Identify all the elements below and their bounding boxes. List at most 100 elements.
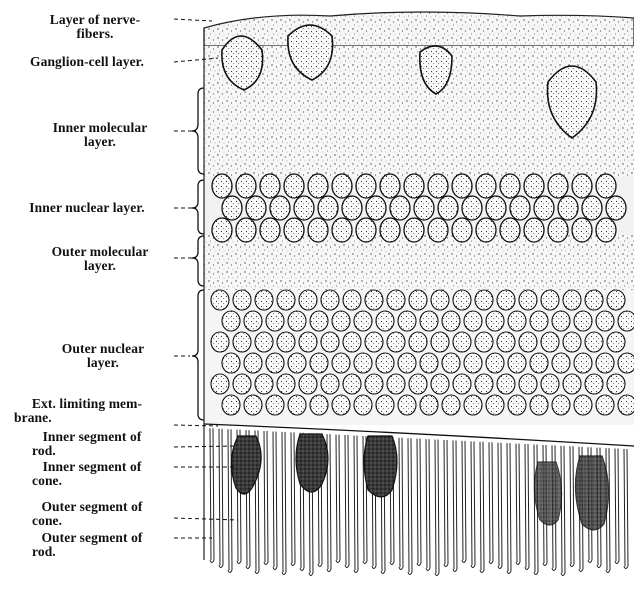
nucleus: [486, 196, 506, 220]
rod: [426, 439, 430, 570]
nucleus: [387, 290, 405, 310]
label-line: cone.: [14, 514, 170, 528]
nucleus: [464, 395, 482, 415]
nucleus: [596, 174, 616, 198]
nucleus: [233, 290, 251, 310]
nucleus: [618, 395, 634, 415]
nucleus: [398, 353, 416, 373]
rod: [399, 438, 403, 570]
nucleus: [390, 196, 410, 220]
rod: [273, 431, 277, 569]
label-line: brane.: [4, 411, 170, 425]
nucleus: [508, 395, 526, 415]
nucleus: [607, 290, 625, 310]
label-line: cone.: [14, 474, 170, 488]
nucleus: [260, 174, 280, 198]
nucleus: [318, 196, 338, 220]
nucleus: [552, 395, 570, 415]
nucleus: [211, 332, 229, 352]
label-inner-nuclear-layer: Inner nuclear layer.: [4, 201, 170, 215]
nucleus: [618, 353, 634, 373]
nucleus: [530, 353, 548, 373]
nucleus: [508, 353, 526, 373]
nucleus: [222, 311, 240, 331]
nucleus: [294, 196, 314, 220]
label-line: rod.: [14, 444, 170, 458]
nucleus: [541, 374, 559, 394]
rod: [444, 440, 448, 567]
nucleus: [563, 290, 581, 310]
nucleus: [428, 174, 448, 198]
nucleus: [277, 374, 295, 394]
rod: [354, 436, 358, 573]
nucleus: [222, 353, 240, 373]
rod: [525, 444, 529, 569]
rod: [336, 435, 340, 563]
rod: [462, 441, 466, 563]
rod: [516, 444, 520, 565]
rod-segments: [210, 428, 628, 575]
nucleus: [552, 353, 570, 373]
nucleus: [476, 174, 496, 198]
label-line: Outer nuclear: [40, 342, 166, 356]
label-line: layer.: [30, 259, 170, 273]
external-limiting-membrane: [204, 424, 634, 446]
label-inner-segment-of-rod: Inner segment of rod.: [14, 430, 170, 458]
nucleus: [233, 374, 251, 394]
nucleus: [500, 174, 520, 198]
nucleus: [244, 353, 262, 373]
nucleus: [380, 174, 400, 198]
inner-nuclear-nuclei: [212, 174, 626, 242]
nucleus: [244, 311, 262, 331]
label-line: Inner segment of: [14, 430, 170, 444]
label-ext-limiting-membrane: Ext. limiting mem- brane.: [4, 397, 170, 425]
nucleus: [541, 290, 559, 310]
nucleus: [453, 374, 471, 394]
nucleus: [510, 196, 530, 220]
nucleus: [452, 218, 472, 242]
nucleus: [266, 311, 284, 331]
nucleus: [442, 353, 460, 373]
nucleus: [606, 196, 626, 220]
nucleus: [574, 311, 592, 331]
nucleus: [342, 196, 362, 220]
nucleus: [420, 353, 438, 373]
nucleus: [486, 395, 504, 415]
rod: [417, 439, 421, 566]
nucleus: [475, 290, 493, 310]
nucleus: [508, 311, 526, 331]
nucleus: [284, 174, 304, 198]
rod: [489, 442, 493, 563]
nucleus: [211, 374, 229, 394]
nucleus: [552, 311, 570, 331]
nucleus: [288, 311, 306, 331]
nucleus: [462, 196, 482, 220]
nucleus: [453, 332, 471, 352]
nucleus: [464, 311, 482, 331]
nucleus: [376, 395, 394, 415]
rod: [210, 428, 214, 562]
nucleus: [277, 332, 295, 352]
nucleus: [376, 311, 394, 331]
label-line: Ext. limiting mem-: [4, 397, 170, 411]
nucleus: [354, 395, 372, 415]
nucleus: [343, 332, 361, 352]
nucleus: [343, 374, 361, 394]
nucleus: [277, 290, 295, 310]
rod: [498, 443, 502, 569]
nucleus: [530, 311, 548, 331]
label-line: Inner molecular: [30, 121, 170, 135]
nucleus: [607, 332, 625, 352]
nucleus: [212, 174, 232, 198]
nucleus: [288, 395, 306, 415]
nucleus: [376, 353, 394, 373]
label-line: Outer segment of: [14, 500, 170, 514]
nucleus: [541, 332, 559, 352]
label-line: rod.: [14, 545, 170, 559]
nucleus: [212, 218, 232, 242]
label-line: Outer molecular: [30, 245, 170, 259]
nucleus: [255, 374, 273, 394]
nucleus: [255, 332, 273, 352]
label-line: Ganglion-cell layer.: [4, 55, 170, 69]
nucleus: [500, 218, 520, 242]
